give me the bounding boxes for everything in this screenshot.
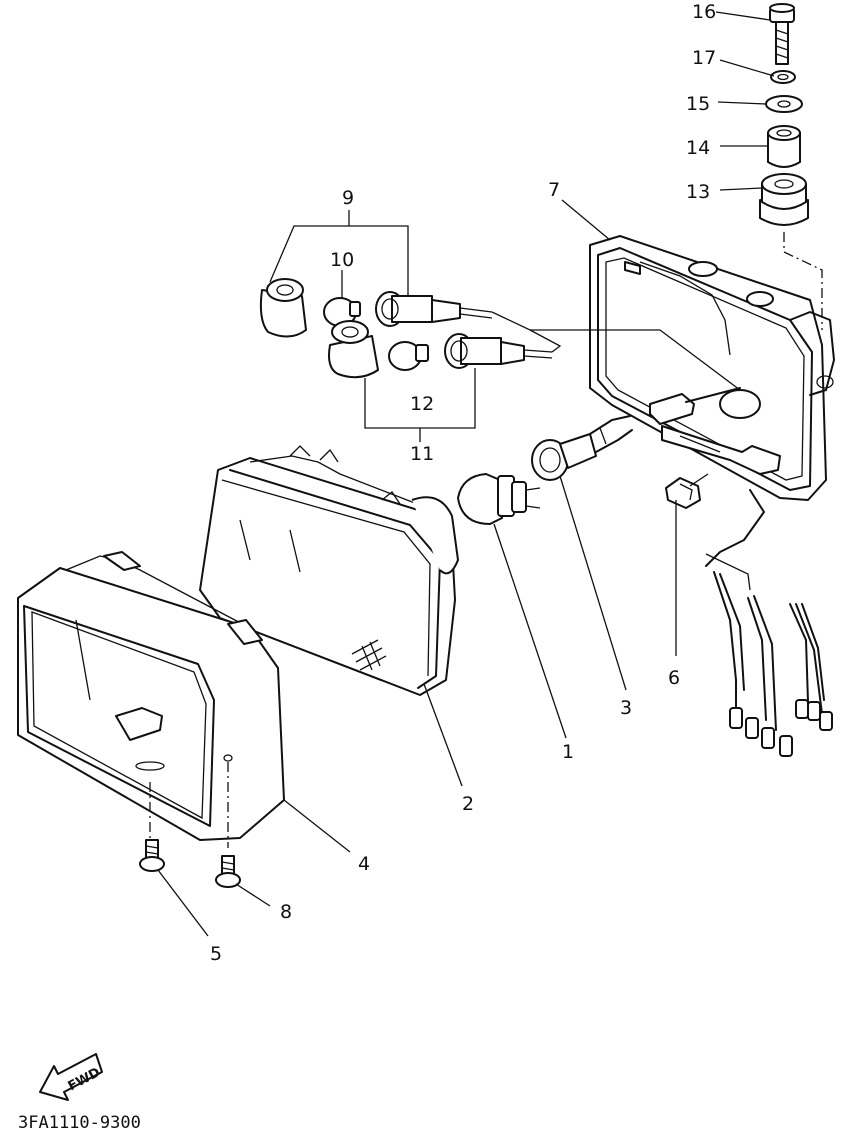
bulb-10-upper	[323, 297, 361, 327]
headlight-bulb-1	[457, 473, 541, 525]
clip-6	[665, 473, 709, 509]
lock-washer-17	[770, 70, 796, 84]
collar-14	[767, 125, 801, 168]
callout-13: 13	[686, 181, 710, 203]
callout-7: 7	[548, 179, 560, 201]
socket-cover-9-upper	[259, 278, 307, 338]
callout-16: 16	[692, 1, 716, 23]
callout-1: 1	[562, 741, 574, 763]
fwd-arrow-icon: FWD	[39, 1053, 103, 1101]
callout-14: 14	[686, 137, 710, 159]
callout-6: 6	[668, 667, 680, 689]
bulb-socket-3	[531, 415, 633, 481]
screw-5	[139, 839, 165, 872]
callout-4: 4	[358, 853, 370, 875]
callout-3: 3	[620, 697, 632, 719]
callout-12: 12	[410, 393, 434, 415]
drawing-code: 3FA1110-9300	[18, 1113, 141, 1133]
headlight-case-4	[17, 551, 285, 848]
position-lamp-assembly	[259, 210, 741, 442]
wire-harness	[705, 489, 833, 757]
grommet-13	[759, 173, 809, 226]
socket-cover-9-lower	[328, 320, 379, 379]
leader-lines	[157, 11, 775, 937]
washer-15	[765, 95, 803, 113]
callout-17: 17	[692, 47, 716, 69]
mounting-hardware-stack	[759, 3, 823, 330]
callout-11: 11	[410, 443, 434, 465]
callout-labels: 16 17 15 14 13 7 9 10 12 11 6 3 1 2 4 8 …	[210, 1, 716, 965]
callout-9: 9	[342, 187, 354, 209]
headlight-unit-2	[199, 445, 459, 696]
callout-5: 5	[210, 943, 222, 965]
bulb-12-lower	[388, 341, 429, 371]
callout-8: 8	[280, 901, 292, 923]
callout-15: 15	[686, 93, 710, 115]
headlight-housing	[589, 235, 835, 501]
bolt-16	[769, 3, 795, 65]
callout-10: 10	[330, 249, 354, 271]
lamp-socket-upper	[375, 291, 493, 327]
lamp-socket-lower	[444, 333, 553, 369]
screw-8	[215, 855, 241, 888]
callout-2: 2	[462, 793, 474, 815]
